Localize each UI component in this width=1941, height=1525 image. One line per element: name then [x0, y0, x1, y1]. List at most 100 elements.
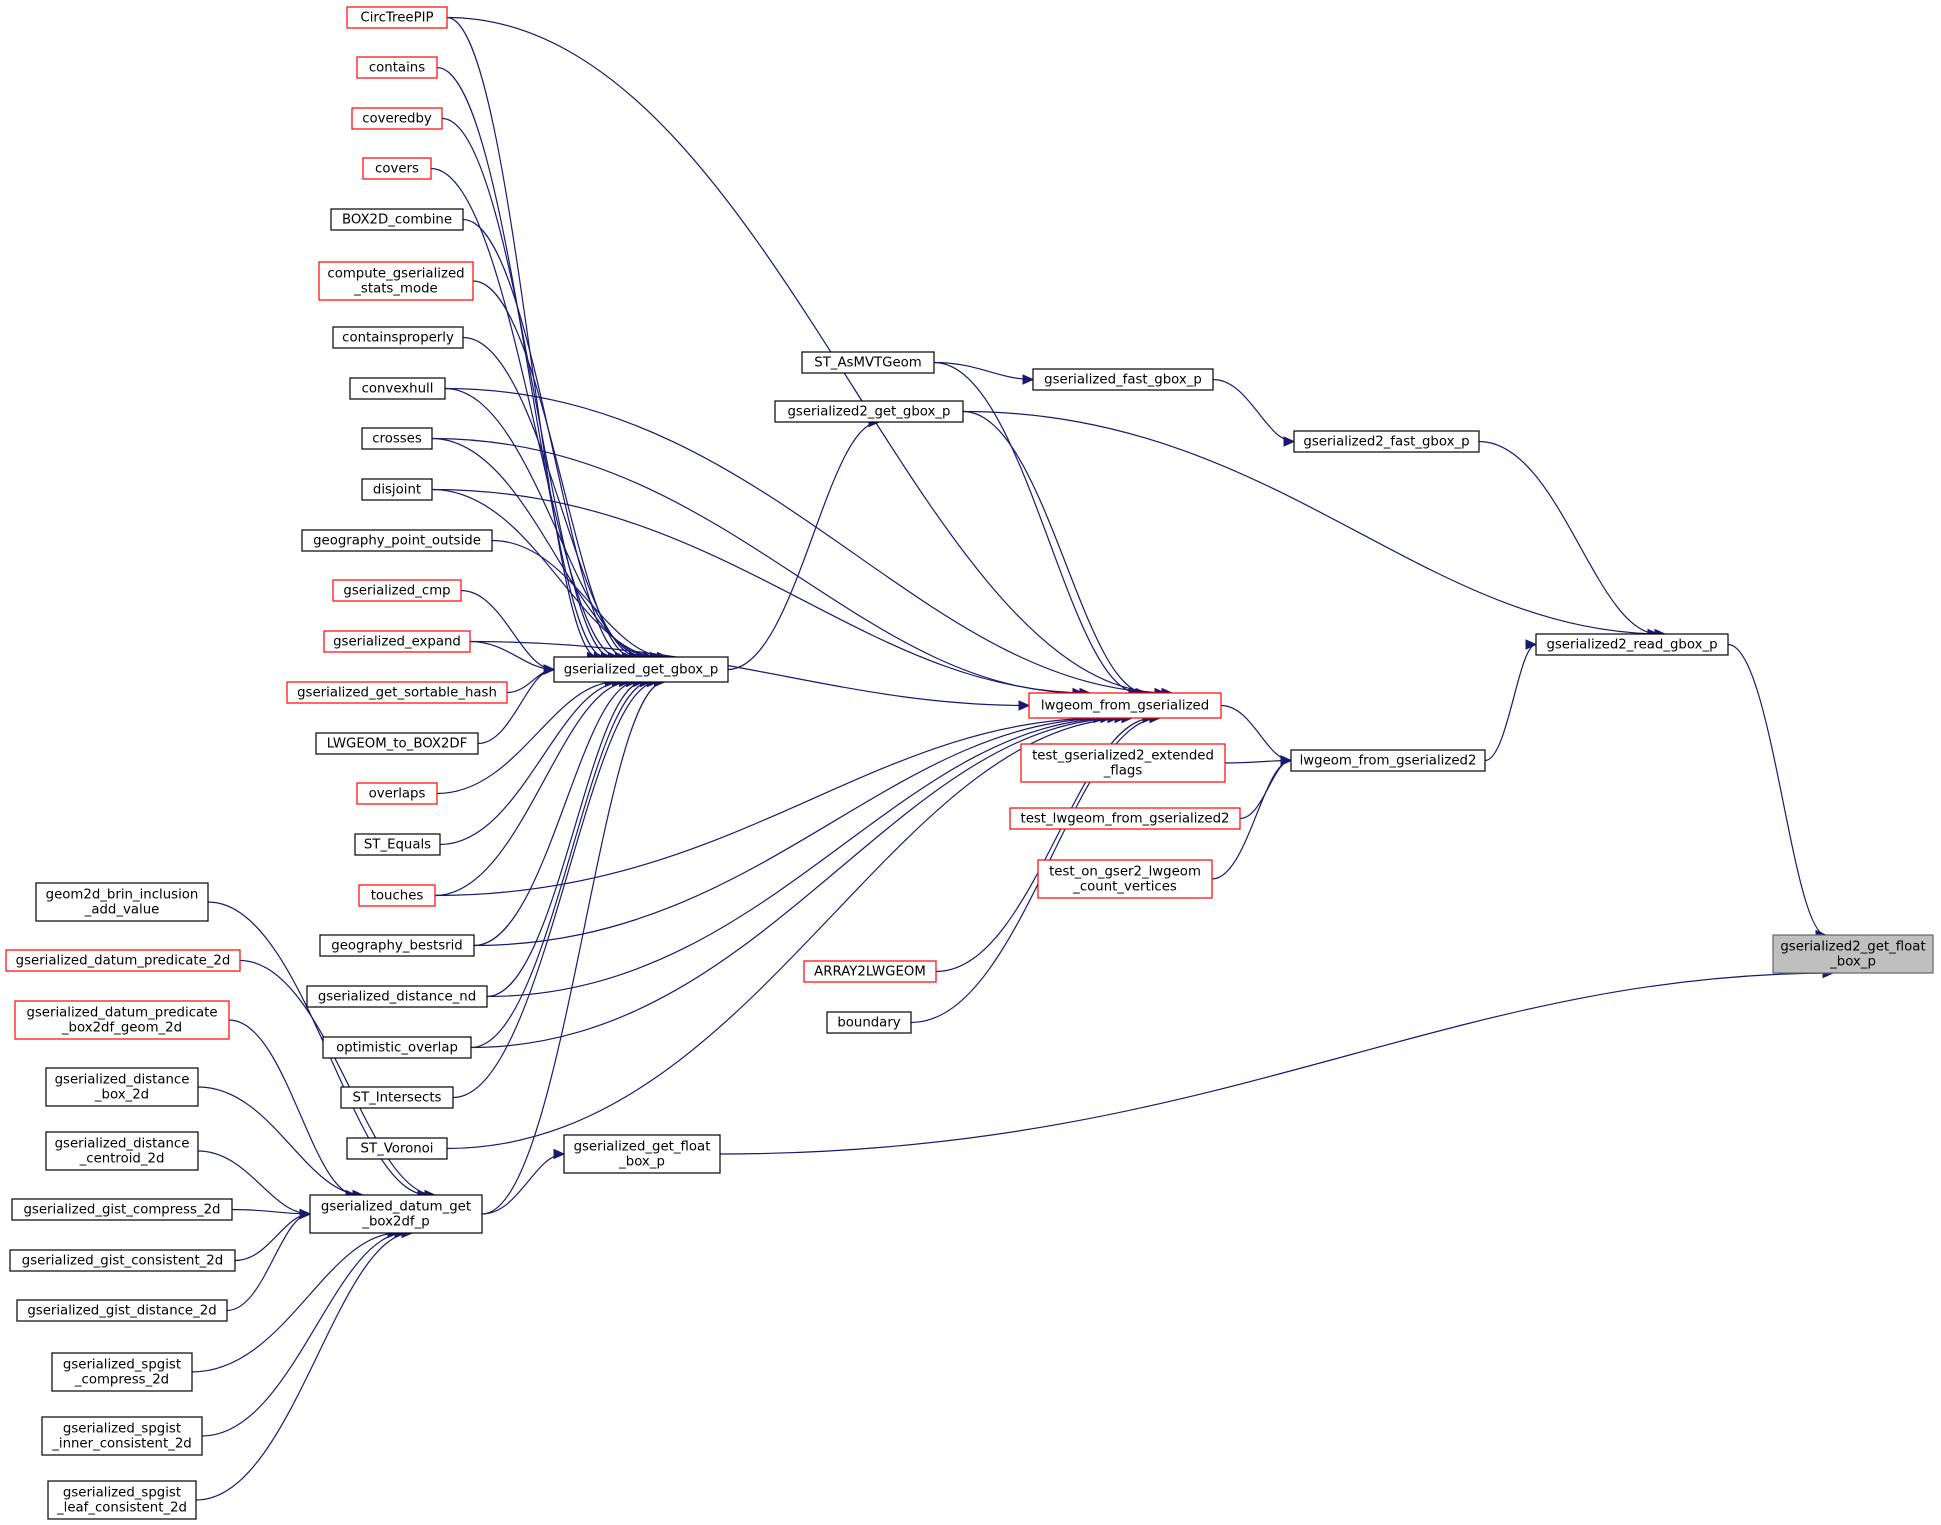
node-convexhull[interactable]: convexhull — [349, 377, 446, 400]
node-gserialized-spgist-inner-consistent-2d[interactable]: gserialized_spgist_inner_consistent_2d — [41, 1416, 203, 1456]
node-box — [1290, 749, 1486, 772]
node-label: contains — [369, 61, 425, 76]
node-array2lwgeom[interactable]: ARRAY2LWGEOM — [803, 960, 937, 983]
node-box — [351, 107, 443, 130]
node-label: gserialized_spgist — [63, 1422, 181, 1437]
node-st-equals[interactable]: ST_Equals — [354, 833, 441, 856]
node-gserialized-get-sortable-hash[interactable]: gserialized_get_sortable_hash — [286, 681, 508, 704]
node-lwgeom-to-box2df[interactable]: LWGEOM_to_BOX2DF — [315, 732, 479, 755]
node-compute-gserialized-stats-mode[interactable]: compute_gserialized_stats_mode — [318, 261, 474, 301]
arrowhead-icon — [543, 664, 556, 675]
node-box — [1028, 692, 1222, 719]
node-circtreepip[interactable]: CircTreePIP — [346, 6, 448, 29]
edge-lwgeom_from_gserialized-to-lwgeom_from_gserialized2 — [1220, 704, 1292, 762]
node-gserialized-datum-predicate-box2df-geom-2d[interactable]: gserialized_datum_predicate_box2df_geom_… — [14, 1000, 230, 1040]
node-label: gserialized_distance_nd — [318, 990, 476, 1005]
edge-gserialized_spgist_compress_2d-to-gserialized_datum_get_box2df_p — [191, 1232, 399, 1373]
node-test-gserialized2-extended-flags[interactable]: test_gserialized2_extended_flags — [1020, 743, 1226, 783]
edge-gserialized2_fast_gbox_p-to-gserialized2_read_gbox_p — [1478, 440, 1659, 635]
edge-gserialized2_get_gbox_p-to-lwgeom_from_gserialized — [962, 410, 1147, 694]
node-gserialized-datum-get-box2df-p[interactable]: gserialized_datum_get_box2df_p — [309, 1194, 483, 1234]
node-box — [309, 1194, 483, 1234]
node-gserialized-distance-centroid-2d[interactable]: gserialized_distance_centroid_2d — [45, 1131, 199, 1171]
node-box — [41, 1416, 203, 1456]
node-gserialized-datum-predicate-2d[interactable]: gserialized_datum_predicate_2d — [5, 949, 241, 972]
node-box — [315, 732, 479, 755]
node-crosses[interactable]: crosses — [361, 427, 433, 450]
node-lwgeom-from-gserialized2[interactable]: lwgeom_from_gserialized2 — [1290, 749, 1486, 772]
node-gserialized-spgist-leaf-consistent-2d[interactable]: gserialized_spgist_leaf_consistent_2d — [47, 1480, 197, 1520]
edge — [481, 676, 666, 1215]
node-box2d-combine[interactable]: BOX2D_combine — [330, 208, 464, 231]
node-geom2d-brin-inclusion-add-value[interactable]: geom2d_brin_inclusion_add_value — [35, 882, 209, 922]
edge — [431, 437, 1085, 699]
edge-geography_bestsrid-to-lwgeom_from_gserialized — [473, 717, 1112, 947]
node-coveredby[interactable]: coveredby — [351, 107, 443, 130]
edge-contains-to-gserialized_get_gbox_p — [436, 66, 605, 658]
node-gserialized2-read-gbox-p[interactable]: gserialized2_read_gbox_p — [1535, 633, 1729, 656]
node-box — [774, 400, 964, 423]
node-lwgeom-from-gserialized[interactable]: lwgeom_from_gserialized — [1028, 692, 1222, 719]
node-label: ST_Voronoi — [361, 1142, 434, 1157]
edge-gserialized_datum_get_box2df_p-to-gserialized_get_gbox_p — [481, 681, 665, 1215]
node-label: gserialized_distance — [55, 1137, 190, 1152]
node-gserialized-get-gbox-p[interactable]: gserialized_get_gbox_p — [553, 656, 729, 683]
node-gserialized-distance-nd[interactable]: gserialized_distance_nd — [306, 985, 488, 1008]
node-label: test_lwgeom_from_gserialized2 — [1020, 812, 1229, 827]
node-st-asmvtgeom[interactable]: ST_AsMVTGeom — [801, 351, 935, 374]
node-label: _compress_2d — [74, 1373, 169, 1388]
node-covers[interactable]: covers — [362, 157, 432, 180]
node-disjoint[interactable]: disjoint — [361, 478, 433, 501]
node-optimistic-overlap[interactable]: optimistic_overlap — [322, 1036, 472, 1059]
arrowhead-icon — [553, 1148, 566, 1160]
node-test-lwgeom-from-gserialized2[interactable]: test_lwgeom_from_gserialized2 — [1009, 807, 1241, 830]
node-containsproperly[interactable]: containsproperly — [332, 326, 464, 349]
edges-layer — [191, 16, 1835, 1501]
node-st-intersects[interactable]: ST_Intersects — [340, 1086, 454, 1109]
node-gserialized-get-float-box-p[interactable]: gserialized_get_float_box_p — [563, 1134, 721, 1174]
node-gserialized2-fast-gbox-p[interactable]: gserialized2_fast_gbox_p — [1293, 430, 1480, 453]
edge-gserialized_get_float_box_p-to-gserialized2_get_float_box_p — [719, 972, 1834, 1155]
node-gserialized-gist-consistent-2d[interactable]: gserialized_gist_consistent_2d — [9, 1249, 236, 1272]
node-box — [330, 208, 464, 231]
edge-coveredby-to-gserialized_get_gbox_p — [441, 117, 612, 658]
node-label: test_gserialized2_extended — [1032, 749, 1214, 764]
node-label: crosses — [372, 432, 422, 447]
edge — [486, 676, 645, 998]
node-contains[interactable]: contains — [356, 56, 438, 79]
node-geography-point-outside[interactable]: geography_point_outside — [301, 529, 493, 552]
node-label: gserialized_datum_get — [321, 1200, 471, 1215]
node-label: gserialized2_get_gbox_p — [787, 405, 950, 420]
node-gserialized2-get-gbox-p[interactable]: gserialized2_get_gbox_p — [774, 400, 964, 423]
edge-gserialized_datum_predicate_box2df_geom_2d-to-gserialized_datum_get_box2df_p — [228, 1019, 357, 1196]
node-label: gserialized_get_gbox_p — [564, 663, 719, 678]
node-label: ST_AsMVTGeom — [814, 356, 922, 371]
node-test-on-gser2-lwgeom-count-vertices[interactable]: test_on_gser2_lwgeom_count_vertices — [1037, 859, 1213, 899]
node-box — [356, 782, 438, 805]
node-gserialized2-get-float-box-p[interactable]: gserialized2_get_float_box_p — [1772, 934, 1934, 974]
node-box — [16, 1299, 228, 1322]
edge-overlaps-to-gserialized_get_gbox_p — [436, 681, 616, 795]
node-overlaps[interactable]: overlaps — [356, 782, 438, 805]
node-gserialized-cmp[interactable]: gserialized_cmp — [332, 579, 462, 602]
node-box — [801, 351, 935, 374]
node-gserialized-expand[interactable]: gserialized_expand — [323, 630, 471, 653]
node-gserialized-fast-gbox-p[interactable]: gserialized_fast_gbox_p — [1032, 368, 1214, 391]
edge-gserialized_datum_predicate_2d-to-gserialized_datum_get_box2df_p — [239, 959, 436, 1196]
node-st-voronoi[interactable]: ST_Voronoi — [346, 1137, 448, 1160]
node-touches[interactable]: touches — [358, 884, 436, 907]
edge-convexhull-to-lwgeom_from_gserialized — [444, 387, 1173, 694]
node-gserialized-spgist-compress-2d[interactable]: gserialized_spgist_compress_2d — [51, 1352, 193, 1392]
node-gserialized-gist-compress-2d[interactable]: gserialized_gist_compress_2d — [11, 1198, 233, 1221]
edge-st_asmvtgeom-to-lwgeom_from_gserialized — [933, 361, 1140, 694]
node-label: compute_gserialized — [327, 267, 464, 282]
edge-gserialized_get_gbox_p-to-gserialized2_get_gbox_p — [727, 421, 880, 671]
node-boundary[interactable]: boundary — [826, 1011, 912, 1034]
node-box — [1032, 368, 1214, 391]
arrowhead-icon — [1283, 436, 1296, 447]
node-gserialized-gist-distance-2d[interactable]: gserialized_gist_distance_2d — [16, 1299, 228, 1322]
node-geography-bestsrid[interactable]: geography_bestsrid — [319, 934, 475, 957]
node-gserialized-distance-box-2d[interactable]: gserialized_distance_box_2d — [45, 1067, 199, 1107]
node-box — [45, 1067, 199, 1107]
node-label: gserialized_gist_consistent_2d — [22, 1254, 223, 1269]
